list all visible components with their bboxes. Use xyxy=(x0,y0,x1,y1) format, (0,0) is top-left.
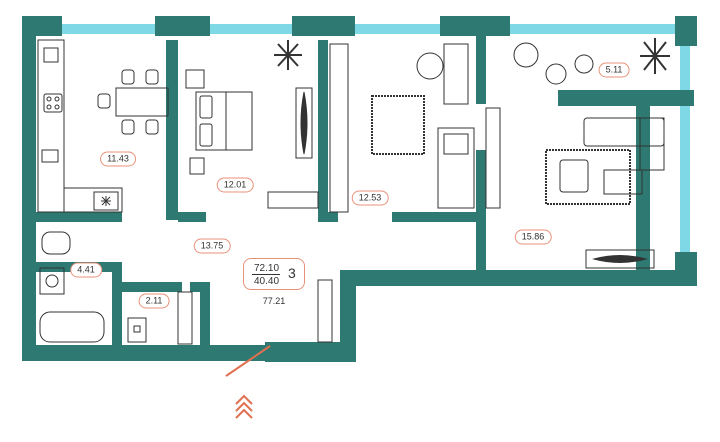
windows xyxy=(62,24,690,252)
area-label-bathroom: 4.41 xyxy=(70,262,102,278)
rooms-count: 3 xyxy=(288,265,296,281)
middle-room-furniture xyxy=(329,43,475,213)
entrance-arrow-icon xyxy=(225,345,271,377)
area-label-living: 15.86 xyxy=(514,229,552,245)
chevrons-up-icon xyxy=(235,394,253,419)
plant-icon xyxy=(274,40,302,70)
kitchen-furniture xyxy=(37,39,169,213)
area-alt: 77.21 xyxy=(262,296,286,306)
area-label-balcony: 5.11 xyxy=(598,62,630,78)
living-furniture xyxy=(485,42,665,269)
walls xyxy=(22,16,697,362)
living-area: 40.40 xyxy=(254,276,280,287)
area-label-wc: 2.11 xyxy=(138,293,170,309)
area-summary: 72.10 40.40 3 xyxy=(243,258,305,290)
area-label-kitchen: 11.43 xyxy=(100,151,136,167)
balcony-plant-icon xyxy=(640,38,670,74)
total-area: 72.10 xyxy=(254,263,280,274)
bedroom-furniture xyxy=(185,69,319,209)
fan-icon xyxy=(101,196,111,206)
area-label-bedroom: 12.01 xyxy=(216,177,254,193)
area-label-hall: 13.75 xyxy=(193,238,231,254)
bath-furniture xyxy=(39,231,333,345)
area-label-middle-room: 12.53 xyxy=(351,190,389,206)
summary-divider xyxy=(252,274,280,275)
